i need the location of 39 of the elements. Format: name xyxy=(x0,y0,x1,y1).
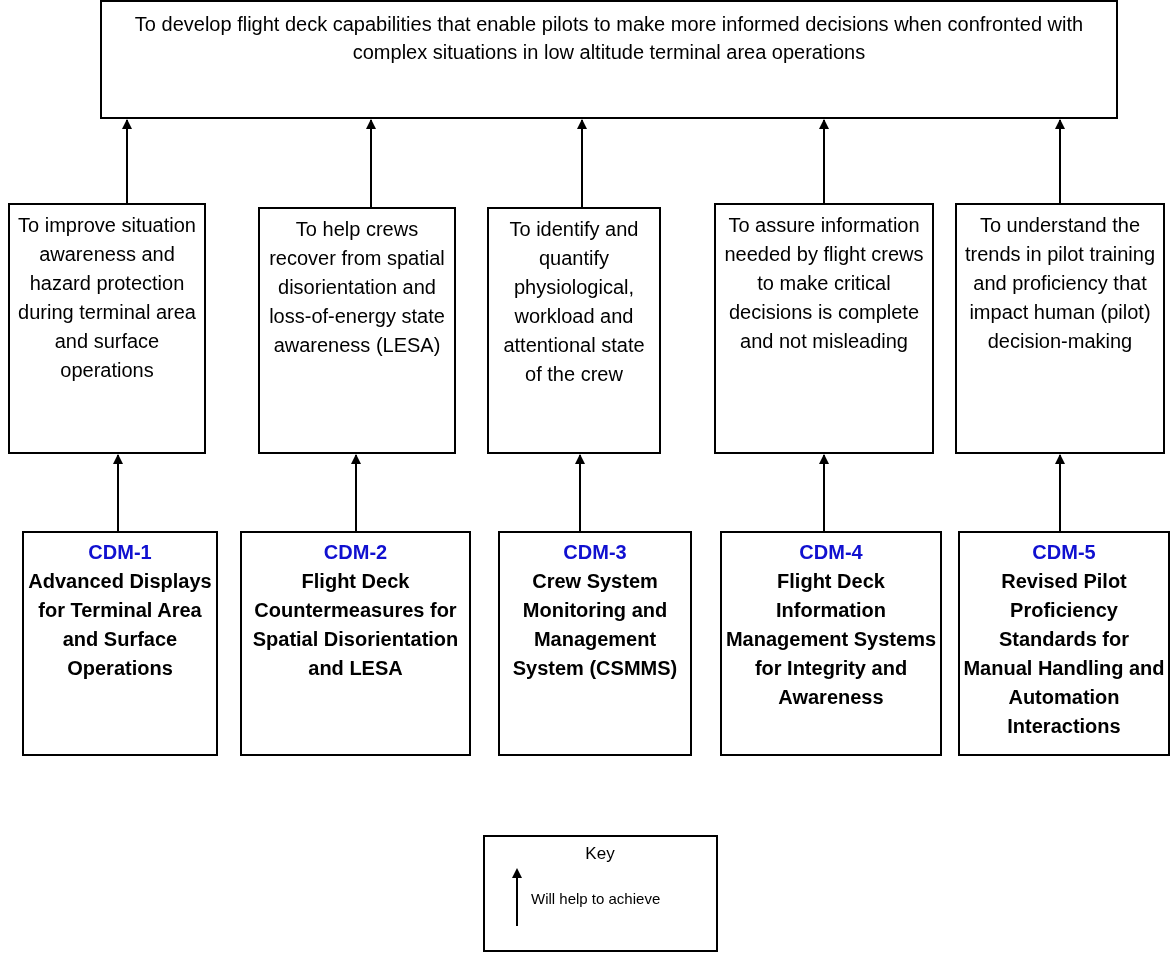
project-title: Advanced Displays for Terminal Area and Surface Operations xyxy=(27,569,213,681)
objective-box xyxy=(258,207,456,454)
arrow xyxy=(1055,454,1065,532)
project-code: CDM-3 xyxy=(562,540,628,565)
arrow xyxy=(113,454,123,532)
legend-text: Will help to achieve xyxy=(531,890,661,907)
objective-text: To help crews recover from spatial disorientation and loss-of-energy state awareness (LESA) xyxy=(268,217,446,358)
project-box xyxy=(720,531,942,756)
project-title: Flight Deck Information Management Systems for Integrity and Awareness xyxy=(724,569,938,710)
objective-text: To assure information needed by flight crews to make critical decisions is complete and not misleading xyxy=(723,213,925,354)
goal-box xyxy=(100,0,1118,119)
objective-box xyxy=(714,203,934,454)
project-title: Crew System Monitoring and Management System (CSMMS) xyxy=(511,569,679,681)
arrow xyxy=(575,454,585,532)
objective-text: To identify and quantify physiological, workload and attentional state of the crew xyxy=(502,217,646,387)
project-box xyxy=(240,531,471,756)
objective-box xyxy=(955,203,1165,454)
project-box xyxy=(22,531,218,756)
project-title: Revised Pilot Proficiency Standards for Manual Handling and Automation Interactions xyxy=(962,569,1166,739)
project-box xyxy=(498,531,692,756)
project-code: CDM-4 xyxy=(798,540,864,565)
objective-text: To improve situation awareness and hazard protection during terminal area and surface operations xyxy=(17,213,197,383)
project-title: Flight Deck Countermeasures for Spatial Disorientation and LESA xyxy=(251,569,460,681)
project-box xyxy=(958,531,1170,756)
project-code: CDM-2 xyxy=(322,540,389,565)
arrow xyxy=(577,119,587,208)
objective-text: To understand the trends in pilot training and proficiency that impact human (pilot) decision-making xyxy=(963,213,1157,354)
arrow xyxy=(351,454,361,532)
goal-text: To develop flight deck capabilities that enable pilots to make more informed decisions when confronted with complex situations in low altitude terminal area operations xyxy=(133,12,1085,65)
legend-title: Key xyxy=(584,844,616,864)
arrow xyxy=(819,454,829,532)
arrow xyxy=(1055,119,1065,204)
objective-box xyxy=(8,203,206,454)
project-code: CDM-1 xyxy=(87,540,153,565)
arrow xyxy=(366,119,376,208)
project-code: CDM-5 xyxy=(1031,540,1097,565)
arrow xyxy=(819,119,829,204)
arrow xyxy=(122,119,132,204)
objective-box xyxy=(487,207,661,454)
